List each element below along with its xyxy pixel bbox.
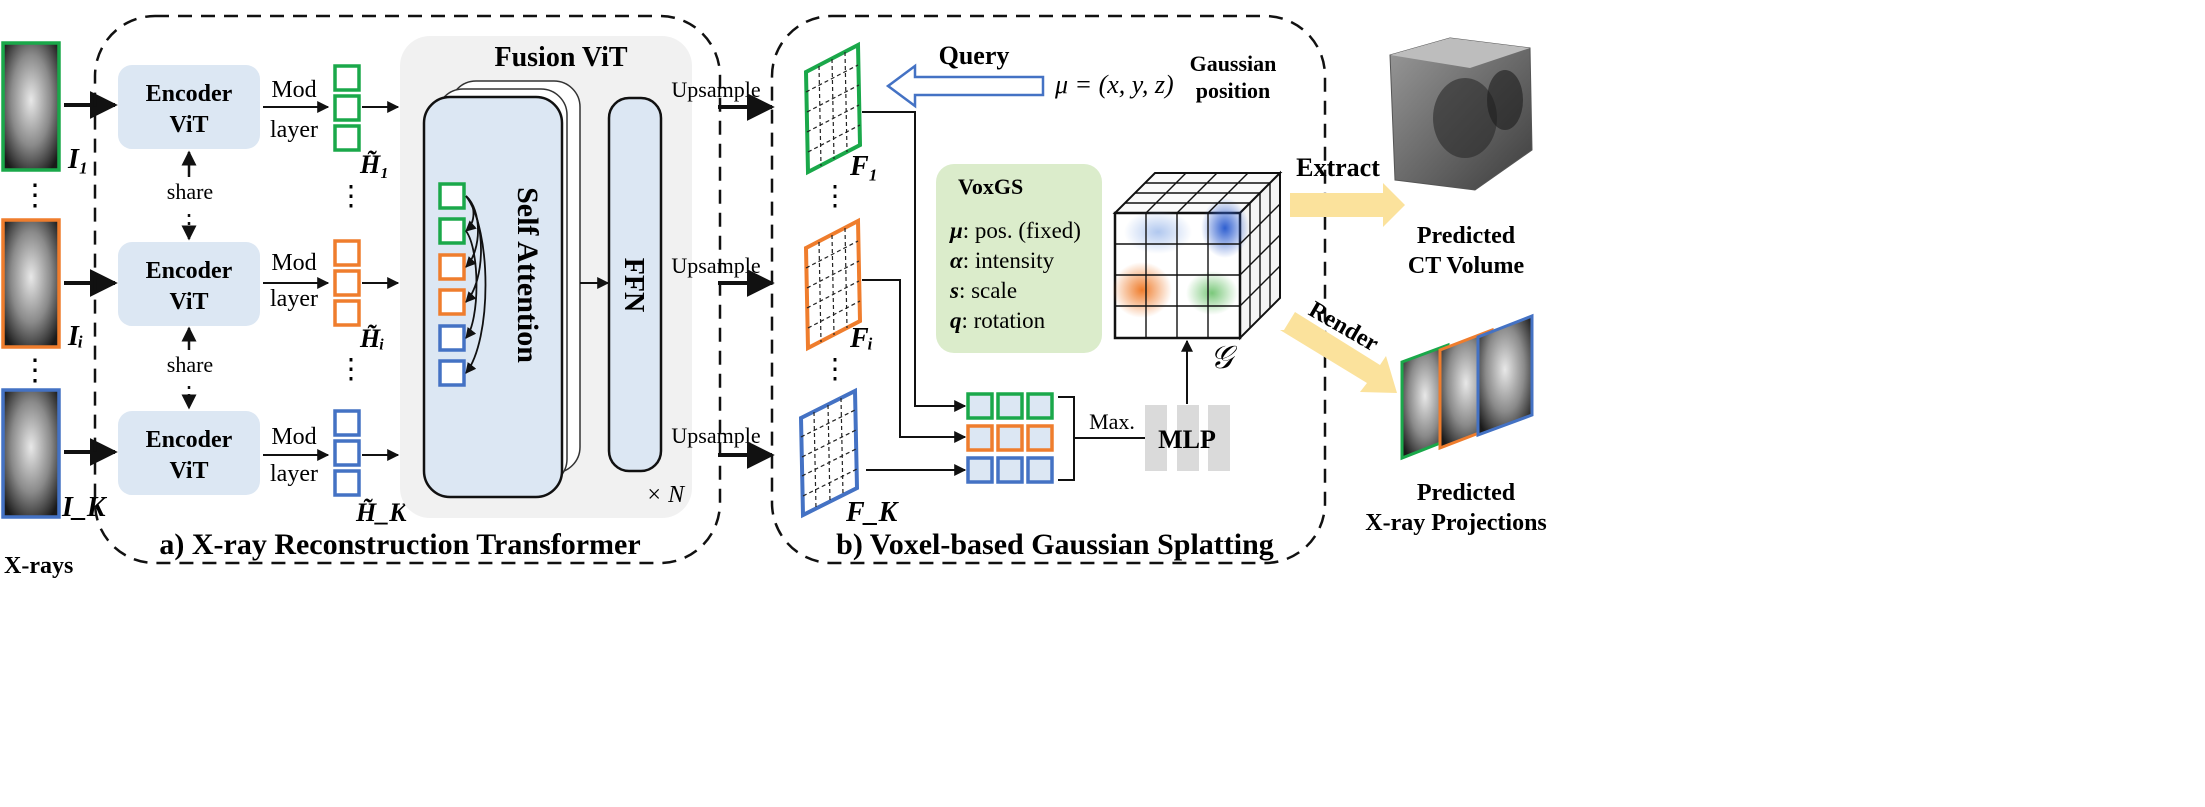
panel-a-caption: a) X-ray Reconstruction Transformer <box>159 528 640 561</box>
voxgs-attribute-list: μ: pos. (fixed) α: intensity s: scale q:… <box>949 218 1081 333</box>
layer-label-k: layer <box>270 461 318 487</box>
encoder-label-line2: ViT <box>169 458 208 484</box>
ct-label-line1: Predicted <box>1417 223 1516 249</box>
position-label: position <box>1196 78 1271 103</box>
encoder-label-line1: Encoder <box>146 258 233 284</box>
voxel-cube <box>1112 170 1283 341</box>
ellipsis-token-2: ⋮ <box>337 354 365 385</box>
attr-rotation: q: rotation <box>950 308 1046 333</box>
encoder-label-line1: Encoder <box>146 81 233 107</box>
encoder-vit-k: Encoder ViT <box>118 411 260 495</box>
max-pool-bracket <box>1058 396 1145 481</box>
query-label: Query <box>939 41 1010 70</box>
extract-label: Extract <box>1296 153 1380 182</box>
max-label: Max. <box>1089 409 1135 434</box>
ffn-block <box>607 96 663 473</box>
voxgs-box <box>936 164 1102 353</box>
attr-alpha: α: intensity <box>950 248 1055 273</box>
proj-label-line1: Predicted <box>1417 480 1516 506</box>
feature-label-i: Fᵢ <box>849 323 873 354</box>
attention-arcs <box>465 195 487 374</box>
proj-label-line2: X-ray Projections <box>1365 510 1547 536</box>
mlp-block <box>1145 405 1230 471</box>
route-line-1 <box>862 111 967 412</box>
route-line-i <box>862 279 967 443</box>
encoder-label-line2: ViT <box>169 112 208 138</box>
xrays-label: X-rays <box>4 553 73 579</box>
self-attention-label: Self Attention <box>511 187 544 363</box>
attention-tokens <box>438 182 466 387</box>
token-label-i: H̃ᵢ <box>359 324 385 353</box>
feature-plane-k <box>798 387 860 519</box>
token-stack-i <box>333 239 361 327</box>
encoder-label-line1: Encoder <box>146 427 233 453</box>
token-label-1: H̃₁ <box>359 150 389 179</box>
mod-label-1: Mod <box>271 77 316 103</box>
feature-plane-i <box>803 217 863 352</box>
token-stack-k <box>333 409 361 497</box>
sampled-feature-grid <box>966 392 1054 484</box>
feature-label-1: F₁ <box>849 151 878 182</box>
voxgs-title: VoxGS <box>958 174 1023 199</box>
panel-a-frame <box>93 14 722 565</box>
mlp-label: MLP <box>1158 425 1216 454</box>
ellipsis-feature-2: ⋮ <box>821 354 849 385</box>
predicted-projections <box>1400 313 1534 461</box>
feature-plane-1 <box>803 41 863 176</box>
input-xray-1 <box>1 41 61 172</box>
ct-label-line2: CT Volume <box>1408 253 1525 279</box>
input-xray-k <box>1 388 61 519</box>
mod-label-k: Mod <box>271 424 316 450</box>
gaussian-label: Gaussian <box>1190 51 1277 76</box>
image-label-k: I_K <box>61 492 108 523</box>
ellipsis-feature-1: ⋮ <box>821 181 849 212</box>
input-xray-i <box>1 218 61 349</box>
encoder-vit-i: Encoder ViT <box>118 242 260 326</box>
feature-label-k: F_K <box>845 497 900 528</box>
ellipsis-left-2: ⋮ <box>20 354 50 387</box>
volume-symbol: 𝒢 <box>1210 339 1238 375</box>
predicted-ct-volume <box>1389 37 1533 191</box>
encoder-vit-1: Encoder ViT <box>118 65 260 149</box>
attr-mu: μ: pos. (fixed) <box>949 218 1081 243</box>
upsample-label-k: Upsample <box>671 423 760 448</box>
attr-scale: s: scale <box>949 278 1017 303</box>
upsample-label-i: Upsample <box>671 253 760 278</box>
layer-label-1: layer <box>270 117 318 143</box>
ellipsis-left-1: ⋮ <box>20 179 50 212</box>
ellipsis-token-1: ⋮ <box>337 181 365 212</box>
extract-arrow <box>1290 183 1405 227</box>
ffn-label: FFN <box>618 258 649 312</box>
token-label-k: H̃_K <box>355 498 408 527</box>
upsample-label-1: Upsample <box>671 77 760 102</box>
share-label-1: share <box>167 179 213 204</box>
panel-b-caption: b) Voxel-based Gaussian Splatting <box>836 528 1274 561</box>
fusion-vit-title: Fusion ViT <box>494 42 627 73</box>
layer-label-i: layer <box>270 286 318 312</box>
mu-formula: μ = (x, y, z) <box>1054 70 1174 99</box>
token-stack-1 <box>333 64 361 152</box>
panel-b-frame <box>770 14 1327 565</box>
image-label-1: I₁ <box>67 144 89 175</box>
encoder-label-line2: ViT <box>169 289 208 315</box>
image-label-i: Iᵢ <box>67 321 84 352</box>
query-arrow <box>885 63 1045 109</box>
render-arrow <box>1280 312 1397 393</box>
mod-label-i: Mod <box>271 250 316 276</box>
share-label-2: share <box>167 352 213 377</box>
repeat-n-label: × N <box>646 482 686 508</box>
